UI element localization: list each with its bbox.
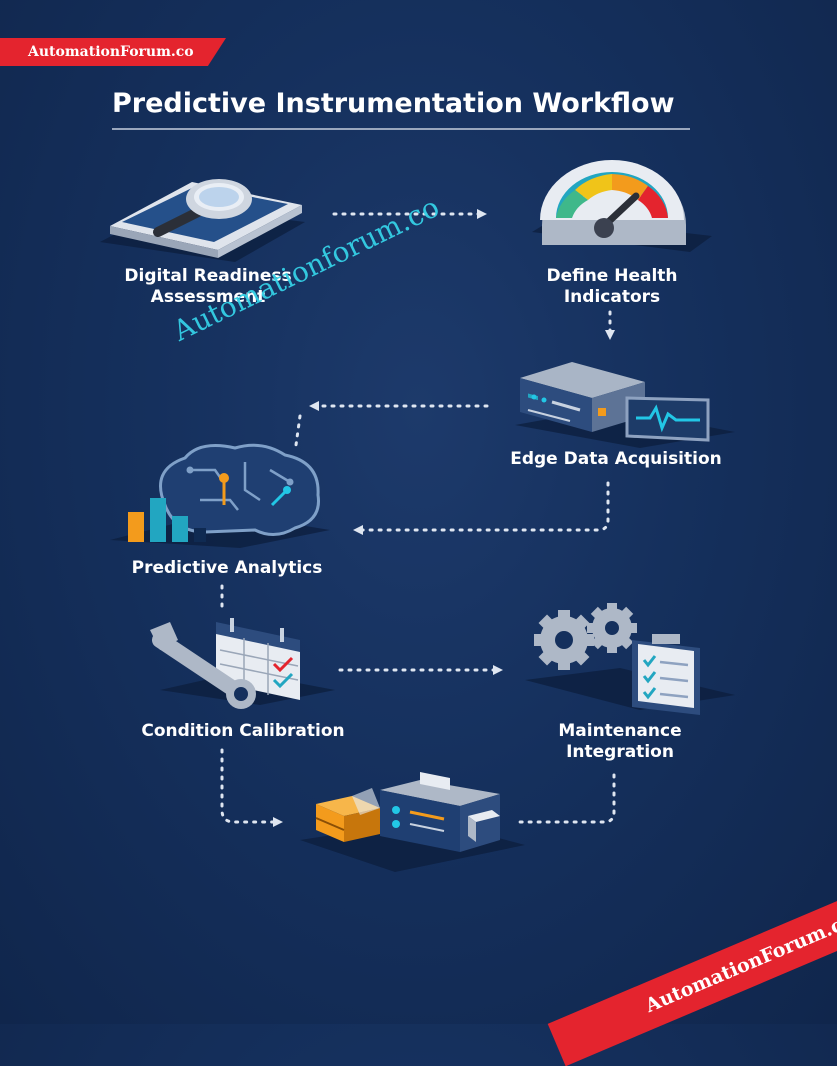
workflow-infographic: AutomationForum.co Predictive Instrument… xyxy=(0,38,837,1066)
brain-analytics-icon xyxy=(110,443,330,548)
step-label-condition-calibration: Condition Calibration xyxy=(141,721,345,741)
brand-banner-top-text: AutomationForum.co xyxy=(28,44,194,60)
gears-checklist-icon xyxy=(525,603,735,715)
connector-5-7 xyxy=(220,748,283,827)
connector-6-7 xyxy=(516,773,616,824)
connector-3-4-lower xyxy=(353,481,610,535)
tablet-magnifier-icon xyxy=(100,179,305,262)
step-label-digital-readiness: Digital Readiness Assessment xyxy=(124,266,292,307)
connectors xyxy=(220,209,616,827)
step-label-predictive-analytics: Predictive Analytics xyxy=(131,558,323,578)
toolbox-machine-icon xyxy=(300,772,525,872)
wrench-calendar-icon xyxy=(150,618,335,709)
title-underline xyxy=(112,128,690,130)
diagram-canvas xyxy=(100,160,735,872)
step-label-define-health: Define Health Indicators xyxy=(546,266,678,307)
edge-device-icon xyxy=(515,362,735,448)
diagram-title: Predictive Instrumentation Workflow xyxy=(112,88,675,119)
connector-4-upper-drop xyxy=(294,414,302,447)
step-label-maintenance-integration: Maintenance Integration xyxy=(558,721,682,762)
gauge-icon xyxy=(532,160,712,252)
step-label-edge-data: Edge Data Acquisition xyxy=(510,449,722,469)
brand-banner-top: AutomationForum.co xyxy=(0,38,226,66)
